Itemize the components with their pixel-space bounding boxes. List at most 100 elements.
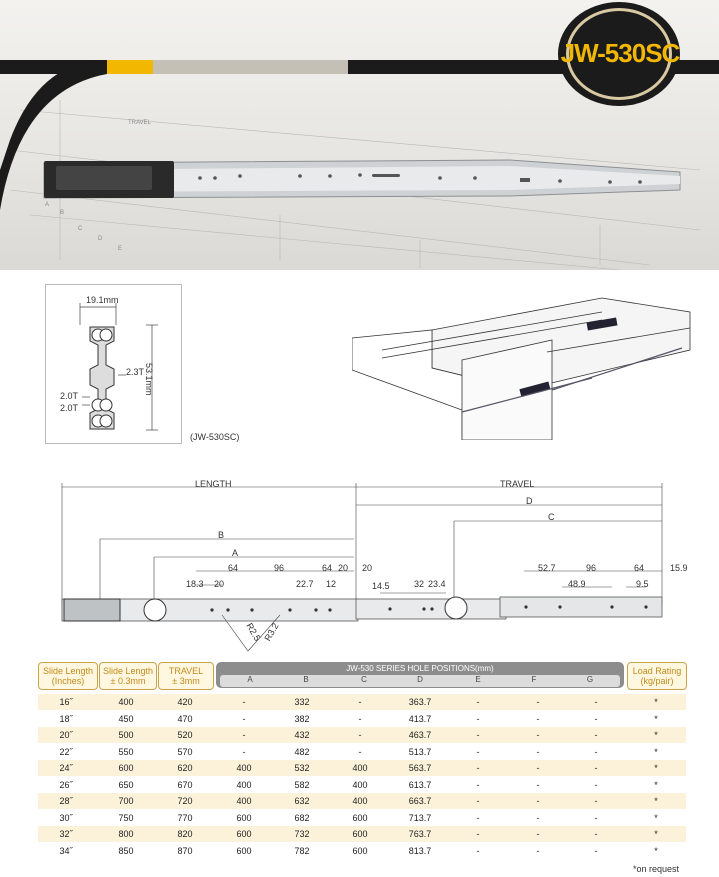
table-cell: 413.7 — [408, 713, 432, 724]
table-cell: 650 — [118, 779, 134, 790]
table-cell: 550 — [118, 746, 134, 757]
table-cell: * — [654, 779, 658, 790]
dim-left-3: 20 — [338, 563, 349, 573]
dim-left-1: 96 — [274, 563, 285, 573]
table-cell: 563.7 — [408, 763, 432, 773]
header-hole-f: F — [531, 675, 537, 684]
table-cell: - — [476, 829, 480, 839]
dim-left-2: 64 — [322, 563, 333, 573]
table-cell: 600 — [236, 812, 252, 823]
dim-left-0: 64 — [228, 563, 239, 573]
table-cell: 600 — [236, 845, 252, 856]
table-cell: - — [476, 746, 480, 757]
length-label: LENGTH — [195, 479, 232, 489]
header-hole-g: G — [586, 675, 594, 684]
profile-thickness-center: 2.3T — [126, 367, 145, 377]
banner-accent-yellow — [107, 60, 153, 74]
table-cell: 850 — [118, 845, 134, 856]
table-cell: 620 — [177, 763, 193, 773]
dim-a-label: A — [232, 548, 239, 558]
table-cell: - — [594, 829, 598, 839]
table-cell: 400 — [236, 796, 252, 806]
table-cell: 22˝ — [59, 746, 73, 757]
table-cell: - — [536, 730, 540, 740]
table-cell: 520 — [177, 730, 193, 740]
table-cell: * — [654, 845, 658, 856]
table-cell: 600 — [236, 829, 252, 839]
table-cell: 400 — [236, 779, 252, 790]
table-cell: - — [242, 713, 246, 724]
header-travel: TRAVEL± 3mm — [158, 662, 214, 690]
svg-text:A: A — [45, 202, 49, 208]
table-cell: - — [536, 829, 540, 839]
table-cell: 500 — [118, 730, 134, 740]
table-cell: - — [594, 713, 598, 724]
table-cell: 432 — [294, 730, 310, 740]
dim-left-7: 12 — [326, 579, 337, 589]
dim-c-label: C — [548, 512, 555, 522]
table-cell: 332 — [294, 697, 310, 707]
table-cell: 26˝ — [59, 779, 73, 790]
header-hole-b: B — [303, 675, 309, 684]
profile-thickness-b: 2.0T — [60, 403, 79, 413]
table-cell: - — [358, 713, 362, 724]
dim-right-0: 52.7 — [538, 563, 556, 573]
table-cell: * — [654, 697, 658, 707]
table-cell: 750 — [118, 812, 134, 823]
drawer-illustration — [352, 297, 691, 440]
table-cell: 613.7 — [408, 779, 432, 790]
table-cell: 400 — [236, 763, 252, 773]
dimension-drawing: LENGTH TRAVEL D C B A 20 64 96 64 20 18.… — [0, 475, 719, 655]
table-cell: 663.7 — [408, 796, 432, 806]
table-cell: - — [476, 763, 480, 773]
table-cell: - — [358, 746, 362, 757]
dim-left-5: 20 — [214, 579, 225, 589]
table-cell: * — [654, 746, 658, 757]
table-cell: 813.7 — [408, 845, 432, 856]
banner-accent-gray — [153, 60, 348, 74]
table-cell: * — [654, 796, 658, 806]
table-cell: 24˝ — [59, 763, 73, 773]
table-cell: - — [536, 845, 540, 856]
header-slide-mm: Slide Length± 0.3mm — [99, 662, 157, 690]
table-cell: 16˝ — [59, 697, 73, 707]
dim-mid-2: 23.4 — [428, 579, 446, 589]
table-cell: 482 — [294, 746, 310, 757]
table-cell: 363.7 — [408, 697, 432, 707]
table-cell: 763.7 — [408, 829, 432, 839]
header-hole-positions: JW-530 SERIES HOLE POSITIONS(mm) A B C D… — [216, 662, 624, 688]
table-cell: 713.7 — [408, 812, 432, 823]
table-cell: 34˝ — [59, 845, 73, 856]
dim-mid-0: 14.5 — [372, 581, 390, 591]
table-cell: 18˝ — [59, 713, 73, 724]
table-cell: 570 — [177, 746, 193, 757]
hero-travel-text: TRAVEL — [128, 120, 152, 126]
profile-thickness-a: 2.0T — [60, 391, 79, 401]
footnote: *on request — [632, 864, 679, 874]
table-cell: * — [654, 763, 658, 773]
dim-right-4: 48.9 — [568, 579, 586, 589]
table-cell: 28˝ — [59, 796, 73, 806]
header-hole-a: A — [247, 675, 253, 684]
table-cell: - — [476, 730, 480, 740]
table-cell: 770 — [177, 812, 193, 823]
dim-mid-1: 32 — [414, 579, 425, 589]
table-cell: * — [654, 730, 658, 740]
svg-text:D: D — [98, 236, 103, 242]
table-cell: 400 — [352, 779, 368, 790]
dim-left-4: 18.3 — [186, 579, 204, 589]
table-cell: - — [242, 697, 246, 707]
header-hole-c: C — [361, 675, 367, 684]
table-cell: - — [594, 746, 598, 757]
header-load-rating: Load Rating(kg/pair) — [627, 662, 687, 690]
table-cell: 870 — [177, 845, 193, 856]
table-cell: - — [358, 697, 362, 707]
profile-caption: (JW-530SC) — [190, 432, 240, 442]
header-hole-d: D — [417, 675, 423, 684]
travel-label: TRAVEL — [500, 479, 535, 489]
